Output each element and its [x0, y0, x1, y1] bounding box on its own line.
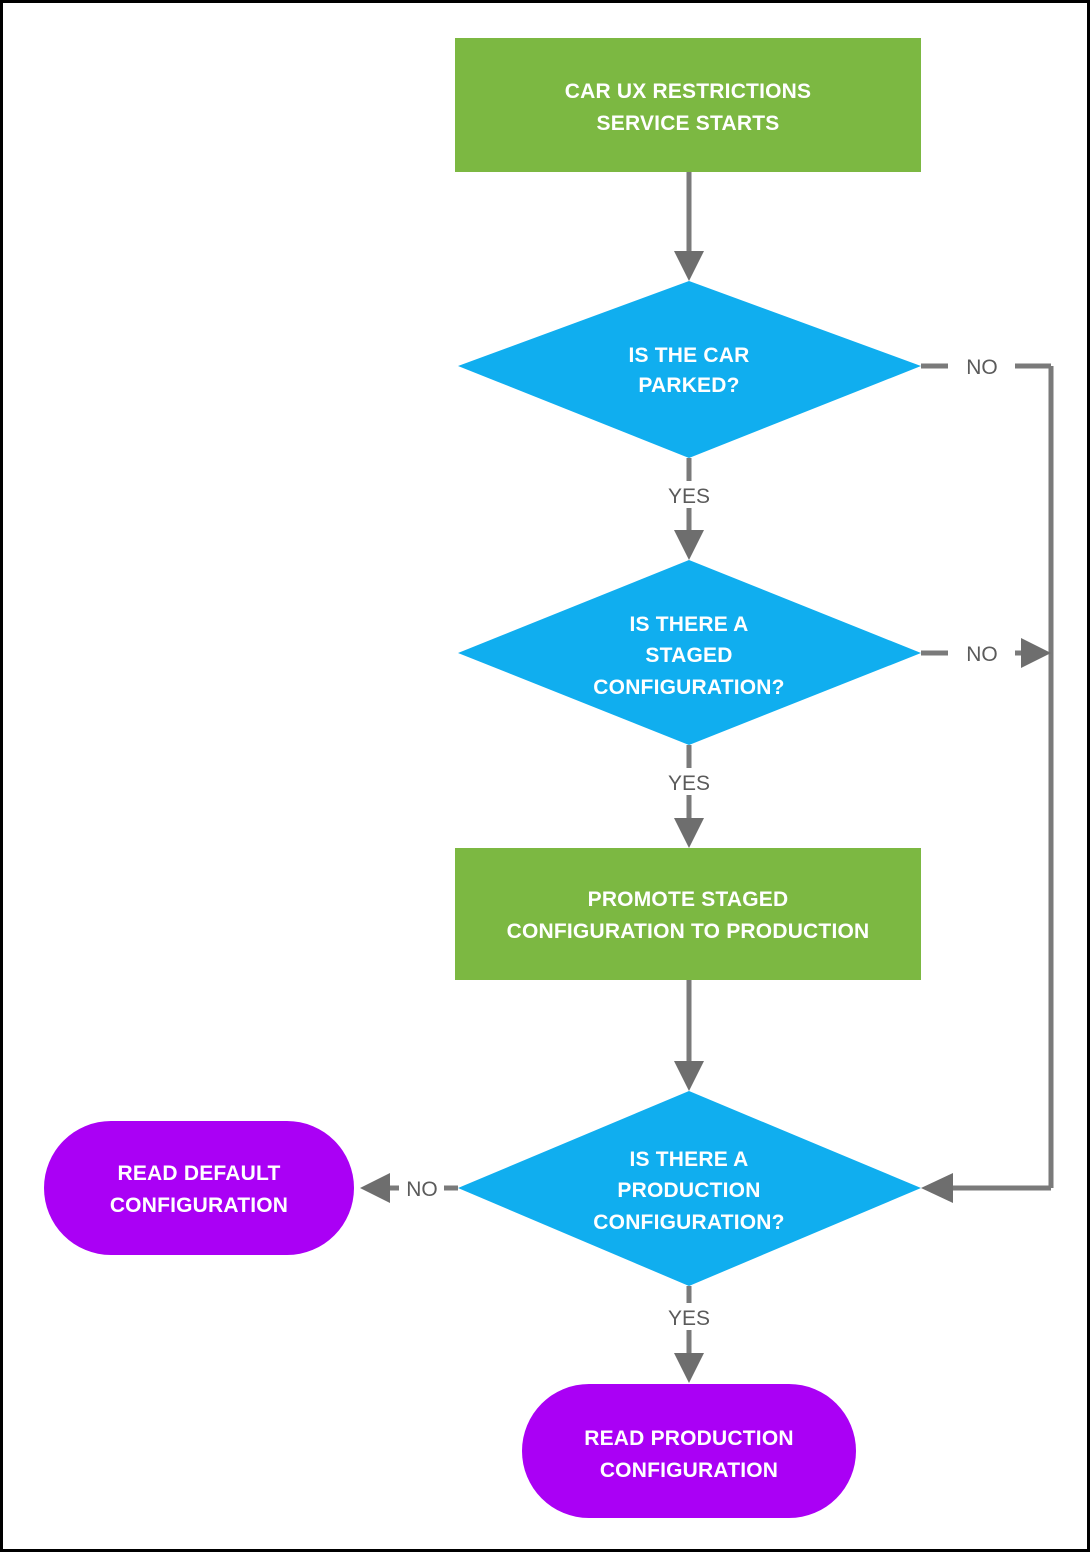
node-parked-line2: PARKED? — [638, 374, 739, 397]
node-production-line3: CONFIGURATION? — [593, 1211, 784, 1234]
node-parked-line1: IS THE CAR — [628, 344, 749, 367]
node-read-production-config[interactable]: READ PRODUCTION CONFIGURATION — [522, 1384, 856, 1518]
edge-staged-no-to-trunk — [921, 638, 1051, 668]
node-decision-production-config[interactable]: IS THERE A PRODUCTION CONFIGURATION? — [458, 1091, 921, 1286]
node-read-production-line2: CONFIGURATION — [600, 1459, 778, 1482]
node-read-default-config[interactable]: READ DEFAULT CONFIGURATION — [44, 1121, 354, 1255]
node-promote-staged-config[interactable]: PROMOTE STAGED CONFIGURATION TO PRODUCTI… — [455, 848, 921, 980]
edge-staged-yes-to-promote — [674, 745, 704, 848]
edge-production-no-to-default — [360, 1173, 458, 1203]
edge-parked-yes-to-staged — [674, 458, 704, 560]
edge-label-parked-yes: YES — [668, 485, 710, 508]
node-production-line2: PRODUCTION — [617, 1179, 760, 1202]
edge-label-production-no: NO — [406, 1178, 438, 1201]
edge-label-staged-no: NO — [966, 643, 998, 666]
edge-production-yes-to-readprod — [674, 1286, 704, 1383]
node-staged-line2: STAGED — [645, 644, 732, 667]
edge-label-staged-yes: YES — [668, 772, 710, 795]
edge-label-production-yes: YES — [668, 1307, 710, 1330]
node-read-default-line1: READ DEFAULT — [117, 1162, 280, 1185]
node-read-production-line1: READ PRODUCTION — [584, 1427, 794, 1450]
node-start-line2: SERVICE STARTS — [597, 112, 780, 135]
node-read-default-line2: CONFIGURATION — [110, 1194, 288, 1217]
node-promote-line1: PROMOTE STAGED — [588, 888, 789, 911]
node-staged-line3: CONFIGURATION? — [593, 676, 784, 699]
node-production-line1: IS THERE A — [629, 1148, 748, 1171]
flowchart-svg: CAR UX RESTRICTIONS SERVICE STARTS IS TH… — [44, 38, 1054, 1518]
edge-start-to-parked — [674, 172, 704, 281]
node-decision-staged-config[interactable]: IS THERE A STAGED CONFIGURATION? — [458, 560, 921, 745]
node-staged-line1: IS THERE A — [629, 613, 748, 636]
node-start-line1: CAR UX RESTRICTIONS — [565, 80, 811, 103]
node-promote-line2: CONFIGURATION TO PRODUCTION — [507, 920, 870, 943]
node-start[interactable]: CAR UX RESTRICTIONS SERVICE STARTS — [455, 38, 921, 172]
node-decision-car-parked[interactable]: IS THE CAR PARKED? — [458, 281, 921, 458]
edge-parked-no-loop — [921, 363, 1054, 1203]
edge-label-parked-no: NO — [966, 356, 998, 379]
edge-promote-to-production — [674, 980, 704, 1091]
